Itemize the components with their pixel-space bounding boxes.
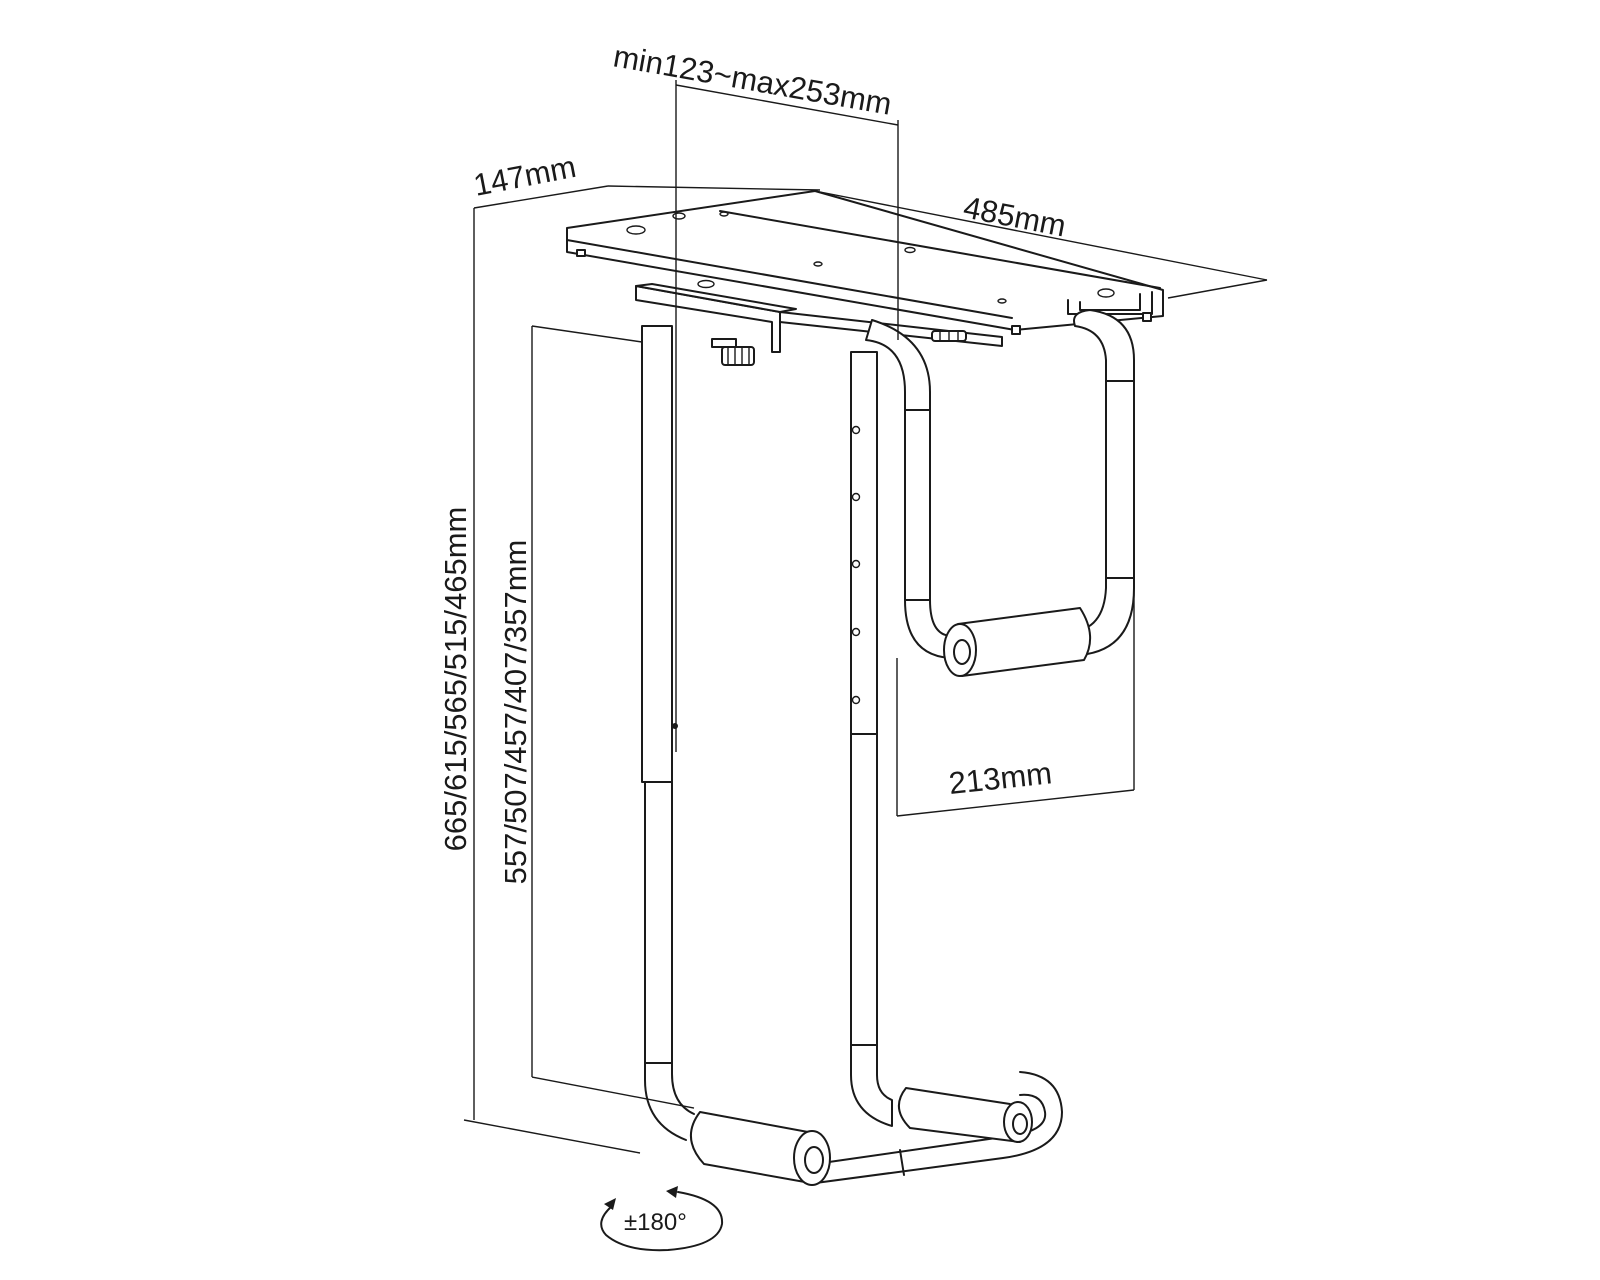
depth-label: 147mm: [471, 149, 579, 203]
holder-arm: [865, 309, 1135, 659]
right-tube: [850, 351, 893, 1127]
base-roller-back: [898, 1087, 1033, 1143]
length-label: 485mm: [961, 190, 1069, 244]
arrowhead-right-icon: [666, 1186, 678, 1198]
rotation-arrow-icon: [600, 1191, 724, 1252]
rotation-label: ±180°: [624, 1209, 687, 1236]
dimension-lines: [463, 80, 1268, 1154]
inner-height-label: 557/507/457/407/357mm: [498, 540, 533, 885]
left-tube: [641, 325, 695, 1141]
total-height-label: 665/615/565/515/465mm: [438, 507, 473, 852]
holder-width-label: 213mm: [947, 755, 1053, 801]
mounting-plate: [566, 190, 1164, 335]
rotation-indicator: ±180°: [600, 1186, 724, 1252]
holder-roller: [943, 607, 1091, 677]
base-roller-front: [690, 1111, 831, 1186]
arrowhead-left-icon: [604, 1198, 616, 1210]
width-min-max-label: min123~max253mm: [611, 38, 895, 121]
